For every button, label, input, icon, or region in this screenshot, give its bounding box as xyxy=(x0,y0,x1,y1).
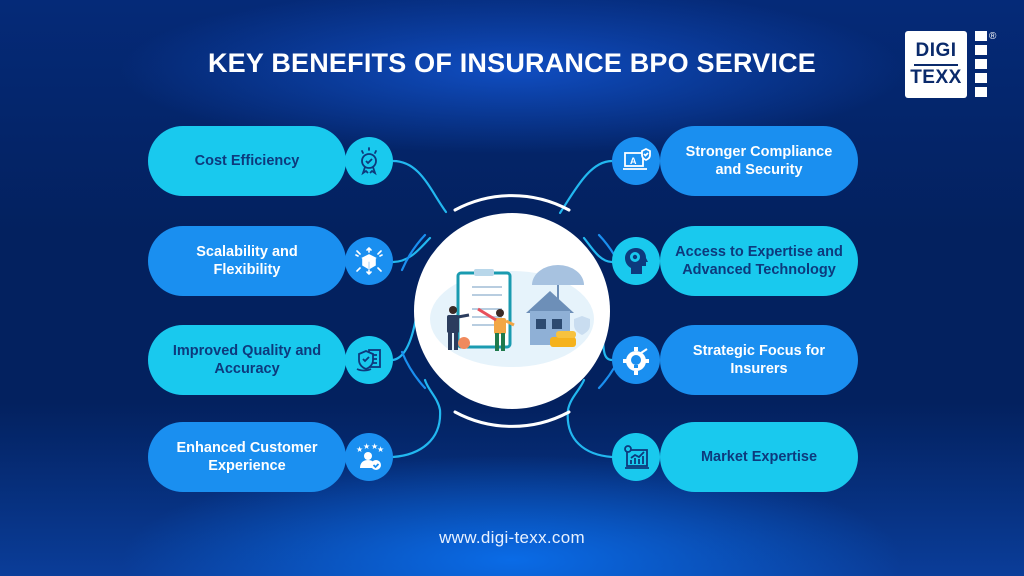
secure-laptop-icon: A xyxy=(612,137,660,185)
benefit-label: Access to Expertise and Advanced Technol… xyxy=(675,244,843,278)
benefit-label: Enhanced Customer Experience xyxy=(176,440,318,474)
award-badge-icon xyxy=(345,137,393,185)
logo-text-top: DIGI xyxy=(915,40,957,61)
website-url: www.digi-texx.com xyxy=(439,528,585,547)
center-illustration xyxy=(414,213,610,409)
benefit-label: Improved Quality and Accuracy xyxy=(172,343,322,377)
benefit-scalability-flexibility: Scalability and Flexibility xyxy=(148,226,346,296)
registered-mark: ® xyxy=(989,31,997,42)
page-title: KEY BENEFITS OF INSURANCE BPO SERVICE xyxy=(207,48,816,78)
market-chart-icon xyxy=(612,433,660,481)
benefit-label: Market Expertise xyxy=(700,449,818,465)
benefit-strategic-focus-insurers: Strategic Focus for Insurers xyxy=(660,325,858,395)
svg-text:★: ★ xyxy=(377,445,384,454)
benefit-access-expertise-technology: Access to Expertise and Advanced Technol… xyxy=(660,226,858,296)
scalable-box-icon xyxy=(345,237,393,285)
svg-text:A: A xyxy=(630,156,637,166)
strategy-gear-icon xyxy=(612,336,660,384)
benefit-stronger-compliance-security: Stronger Compliance and Security xyxy=(660,126,858,196)
benefit-label: Stronger Compliance and Security xyxy=(685,144,833,178)
insurance-illustration-icon xyxy=(430,265,594,367)
benefit-label: Strategic Focus for Insurers xyxy=(692,343,826,377)
benefit-cost-efficiency: Cost Efficiency xyxy=(148,126,346,196)
customer-rating-icon: ★★★★ xyxy=(345,433,393,481)
logo-text-bottom: TEXX xyxy=(910,67,962,88)
svg-text:★: ★ xyxy=(363,442,370,451)
gear-head-icon xyxy=(612,237,660,285)
film-strip-icon xyxy=(975,31,987,101)
benefit-improved-quality-accuracy: Improved Quality and Accuracy xyxy=(148,325,346,395)
benefit-enhanced-customer-experience: Enhanced Customer Experience xyxy=(148,422,346,492)
svg-text:★: ★ xyxy=(356,445,363,454)
svg-text:★: ★ xyxy=(371,442,378,451)
benefit-label: Scalability and Flexibility xyxy=(196,244,298,278)
benefit-label: Cost Efficiency xyxy=(194,153,300,169)
benefit-market-expertise: Market Expertise xyxy=(660,422,858,492)
shield-document-icon xyxy=(345,336,393,384)
